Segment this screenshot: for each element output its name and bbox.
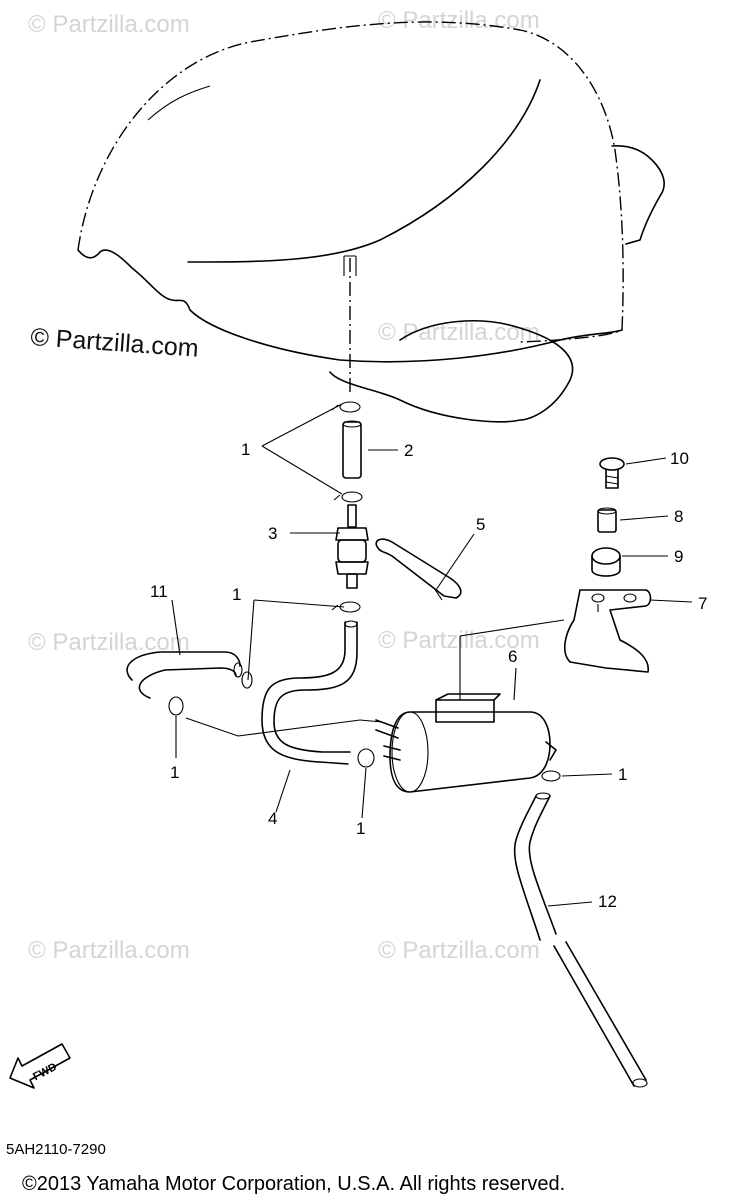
hose-clip-left-b bbox=[168, 696, 184, 716]
fuel-hose-bent-end bbox=[344, 620, 358, 628]
watermark-top-right: © Partzilla.com bbox=[378, 7, 540, 34]
vent-hose-left-end bbox=[233, 662, 243, 678]
bracket-alignment-line bbox=[459, 604, 599, 700]
drain-hose-bottom-end bbox=[632, 1078, 648, 1088]
callout-8: 8 bbox=[674, 507, 683, 526]
callout-5: 5 bbox=[476, 515, 485, 534]
fuel-hose-short bbox=[342, 420, 362, 479]
mounting-bolt bbox=[599, 457, 625, 489]
callout-11: 11 bbox=[150, 582, 168, 601]
rubber-grommet bbox=[591, 547, 621, 577]
fuel-hose-bent bbox=[261, 621, 358, 765]
callout-1-top: 1 bbox=[241, 440, 250, 459]
callout-10: 10 bbox=[670, 449, 689, 468]
watermark-center-right: © Partzilla.com bbox=[378, 627, 540, 654]
hose-clip-left-a bbox=[241, 671, 253, 689]
fuel-filter bbox=[335, 504, 369, 589]
forward-arrow-icon: FWD bbox=[9, 1043, 71, 1089]
metal-collar bbox=[597, 507, 617, 533]
hose-clip-mid bbox=[331, 601, 361, 613]
callout-1-center-bottom: 1 bbox=[356, 819, 365, 838]
fwd-label: FWD bbox=[31, 1061, 59, 1083]
watermark-mid-right: © Partzilla.com bbox=[378, 319, 540, 346]
fuel-tank bbox=[77, 21, 665, 423]
watermark-lower-left: © Partzilla.com bbox=[28, 937, 190, 964]
callout-3: 3 bbox=[268, 524, 277, 543]
routing-line bbox=[185, 717, 383, 737]
hose-holder-strap bbox=[375, 538, 462, 601]
copyright-notice: ©2013 Yamaha Motor Corporation, U.S.A. A… bbox=[22, 1173, 565, 1195]
callout-1-mid: 1 bbox=[232, 585, 241, 604]
diagram-code: 5AH2110-7290 bbox=[6, 1141, 106, 1158]
callout-6: 6 bbox=[508, 647, 517, 666]
watermark-lower-right: © Partzilla.com bbox=[378, 937, 540, 964]
canister-bracket bbox=[563, 589, 652, 673]
charcoal-canister bbox=[375, 693, 557, 793]
callout-1-left-bottom: 1 bbox=[170, 763, 179, 782]
hose-clip-right bbox=[541, 770, 561, 782]
hose-clip-filter-top bbox=[333, 491, 363, 503]
vent-hose-left bbox=[126, 651, 241, 699]
callout-7: 7 bbox=[698, 594, 707, 613]
callout-1-right: 1 bbox=[618, 765, 627, 784]
callout-9: 9 bbox=[674, 547, 683, 566]
leader-lines bbox=[171, 403, 693, 907]
callout-12: 12 bbox=[598, 892, 617, 911]
tank-outlet-nipple bbox=[343, 255, 357, 276]
watermark-top-left: © Partzilla.com bbox=[28, 11, 190, 38]
watermark-main: © Partzilla.com bbox=[30, 323, 200, 363]
hose-clip-center bbox=[357, 748, 375, 768]
watermark-layer: © Partzilla.com © Partzilla.com © Partzi… bbox=[28, 7, 540, 964]
callout-4: 4 bbox=[268, 809, 277, 828]
drain-hose-long bbox=[513, 795, 647, 1087]
drain-hose-top-end bbox=[535, 792, 551, 800]
callout-numbers: 1 2 3 5 1 11 1 4 1 6 7 9 8 10 1 12 bbox=[150, 440, 707, 911]
callout-2: 2 bbox=[404, 441, 413, 460]
